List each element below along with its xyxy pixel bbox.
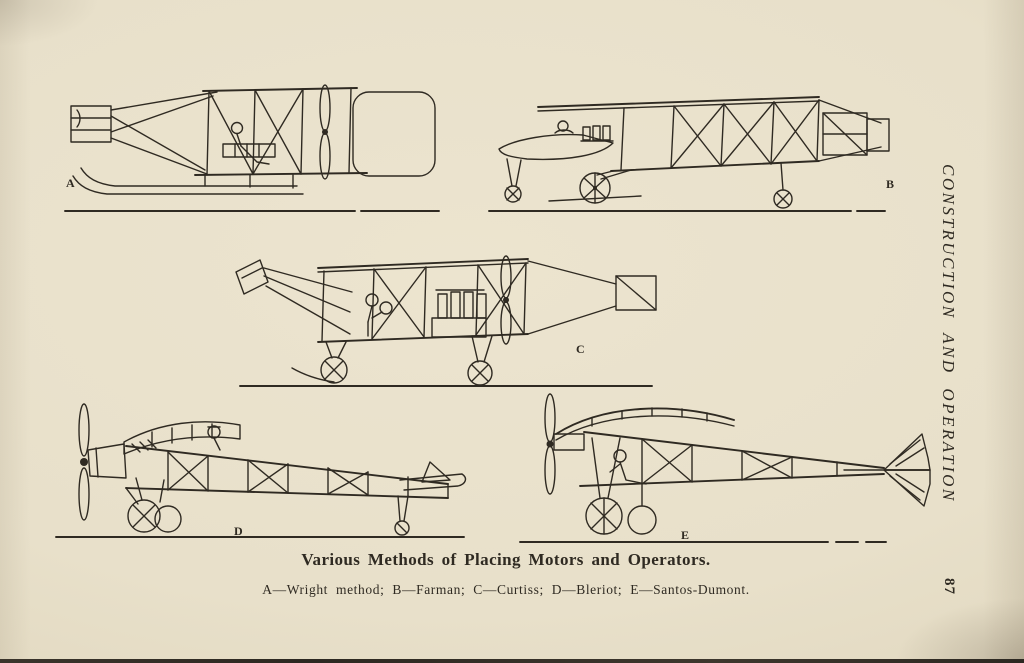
- fuselage-truss: [125, 445, 449, 499]
- landing-gear: [125, 477, 182, 533]
- tail-boom-truss: [579, 431, 885, 487]
- propeller: [78, 403, 90, 521]
- propeller: [319, 84, 331, 180]
- tail-surfaces: [399, 461, 467, 491]
- biplane-cell: [317, 258, 529, 343]
- figure-b-farman: [483, 88, 893, 220]
- figure-caption: Various Methods of Placing Motors and Op…: [301, 550, 711, 569]
- figure-key: A—Wright method; B—Farman; C—Curtiss; D—…: [262, 582, 750, 597]
- running-header: CONSTRUCTION AND OPERATION: [939, 164, 958, 503]
- biplane-cell: [537, 96, 820, 172]
- page-number: 87: [941, 578, 957, 595]
- propeller: [500, 255, 512, 345]
- farman-airplane-drawing: [488, 96, 890, 212]
- figure-a-wright: [55, 78, 447, 220]
- main-wheel: [548, 169, 642, 204]
- figure-label-a: A: [66, 176, 76, 190]
- pilot-figure: [609, 449, 647, 485]
- nacelle: [498, 120, 614, 161]
- figure-e-santos-dumont: [492, 388, 937, 556]
- tail-wheel: [394, 495, 410, 536]
- tail-cell: [527, 260, 657, 335]
- figure-label-c: C: [576, 342, 586, 356]
- figure-label-d: D: [234, 524, 244, 538]
- page-bottom-edge: [0, 659, 1024, 663]
- figure-label-b: B: [886, 177, 896, 191]
- front-elevator: [70, 105, 112, 143]
- engine-block: [431, 289, 487, 338]
- biplane-cell: [194, 87, 368, 176]
- pilot-figure: [207, 425, 221, 451]
- wing: [555, 407, 735, 441]
- wright-airplane-drawing: [64, 84, 440, 212]
- cruciform-tail: [843, 433, 931, 507]
- elevator-booms: [110, 91, 218, 175]
- landing-gear: [291, 335, 493, 386]
- landing-gear: [585, 437, 657, 535]
- engine-block: [580, 125, 614, 142]
- figure-d-bleriot: [48, 392, 473, 544]
- engine-block: [553, 433, 585, 451]
- bleriot-airplane-drawing: [55, 403, 467, 538]
- figure-label-e: E: [681, 528, 691, 542]
- tail-cell: [818, 99, 890, 162]
- wing-panel-outline: [352, 91, 436, 177]
- propeller: [544, 393, 556, 495]
- front-wheel: [504, 158, 522, 203]
- front-elevator: [235, 259, 353, 335]
- santos-dumont-airplane-drawing: [519, 393, 931, 543]
- pilot-figure: [222, 121, 276, 165]
- rear-wheel: [773, 162, 793, 209]
- landing-skids: [72, 167, 304, 195]
- figure-c-curtiss: [222, 246, 667, 394]
- curtiss-airplane-drawing: [235, 255, 657, 387]
- pilot-figure: [365, 293, 393, 337]
- wing: [123, 421, 241, 455]
